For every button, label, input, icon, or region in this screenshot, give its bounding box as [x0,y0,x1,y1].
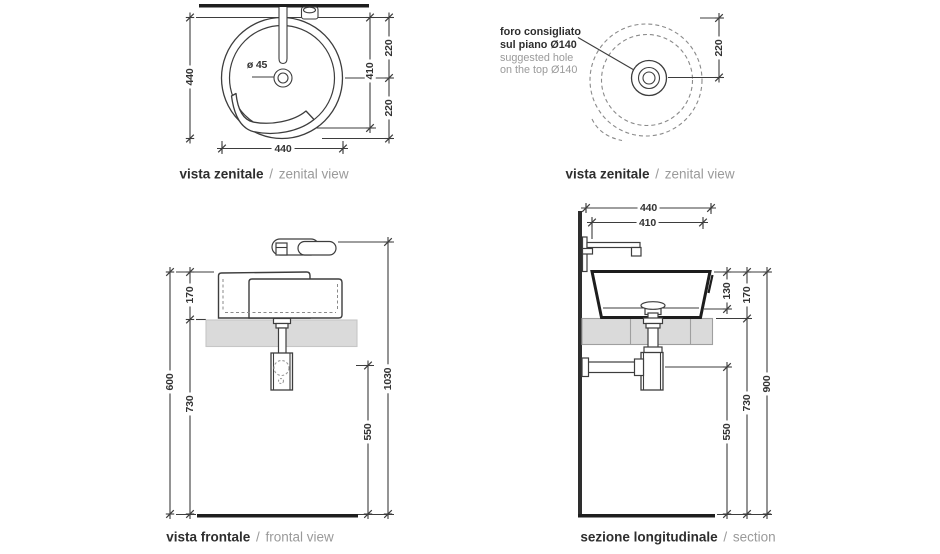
wall-line [578,211,582,516]
basin-section [590,270,712,319]
faucet-spout [278,7,288,65]
dim-label-frontal-trap-height: 550 [362,420,374,444]
caption-english: section [732,529,776,545]
dim-label-section-wall-height: 900 [761,372,773,396]
dim-label-section-basin-height: 170 [741,283,753,307]
dim-label-zenital-top-half: 220 [383,36,395,60]
basin-dashed-outline-inner [600,33,694,127]
suggested-hole-note: foro consigliato sul piano Ø140 suggeste… [500,26,581,77]
trap-outlet-pipe [587,361,638,374]
frontal-view [176,238,394,518]
dim-label-section-trap-height: 550 [721,420,733,444]
caption-zenital-left: vista zenitale / zenital view [179,167,348,181]
siphon-trap [270,352,294,391]
caption-separator: / [655,166,660,182]
basin-dashed-outline-outer [589,23,703,137]
caption-separator: / [723,529,728,545]
dim-label-drain-diameter: ø 45 [243,60,271,71]
dim-label-frontal-under-counter: 730 [184,392,196,416]
dim-label-section-width: 440 [637,203,660,214]
zenital-view-left [196,4,394,154]
outlet-wall-flange [581,357,590,378]
outlet-nut [633,358,645,377]
basin-spiral-step [707,274,714,294]
note-leader-line [577,37,635,71]
section-view [578,203,772,518]
basin-hidden-edges [222,279,338,313]
dim-label-zenital-inner-height: 410 [364,59,376,83]
drain-cap [640,301,666,310]
caption-italian: vista zenitale [565,166,650,182]
drain-pipe [277,327,287,356]
faucet-outlet [630,246,642,257]
floor-line [197,514,358,518]
dim-label-hole-offset: 220 [713,36,725,59]
suggested-hole-circle [630,59,668,97]
faucet-spout [586,241,641,249]
dim-label-zenital-bottom-half: 220 [383,96,395,120]
faucet-spout [275,242,288,256]
note-italian-line1: foro consigliato [500,26,581,38]
siphon-trap [640,351,664,391]
drain-hole [273,68,293,88]
caption-separator: / [269,166,274,182]
caption-italian: sezione longitudinale [580,529,718,545]
caption-section: sezione longitudinale / section [580,530,775,544]
dim-label-section-under-counter: 730 [741,391,753,415]
caption-english: zenital view [278,166,349,182]
basin-dashed-tail [591,118,623,142]
drain-flange [272,317,292,325]
faucet-handle [297,240,337,256]
dim-label-frontal-basin-height: 170 [184,283,196,307]
dim-label-zenital-height: 440 [184,65,196,89]
caption-frontal: vista frontale / frontal view [166,530,334,544]
caption-italian: vista frontale [166,529,251,545]
dim-label-frontal-outer: 600 [164,370,176,394]
basin-front-profile [248,278,343,319]
caption-separator: / [255,529,260,545]
faucet-bracket [581,247,594,255]
basin-spiral-tail [230,92,315,135]
note-english-line2: on the top Ø140 [500,64,578,77]
note-english-line1: suggested hole [500,51,574,64]
drain-flange [642,317,664,325]
caption-english: frontal view [265,529,334,545]
caption-english: zenital view [664,166,735,182]
dim-label-frontal-total-height: 1030 [382,364,394,394]
dim-label-zenital-width: 440 [271,143,295,154]
dim-label-bowl-depth: 130 [721,279,733,302]
caption-italian: vista zenitale [179,166,264,182]
basin-double-wall [696,273,707,314]
trap-hidden-detail [273,359,290,377]
wall-line [199,4,369,8]
floor-line [578,514,715,518]
note-italian-line2: sul piano Ø140 [500,38,577,51]
caption-zenital-right: vista zenitale / zenital view [565,167,734,181]
zenital-view-right [577,17,724,142]
dim-label-section-inner-width: 410 [636,217,659,228]
